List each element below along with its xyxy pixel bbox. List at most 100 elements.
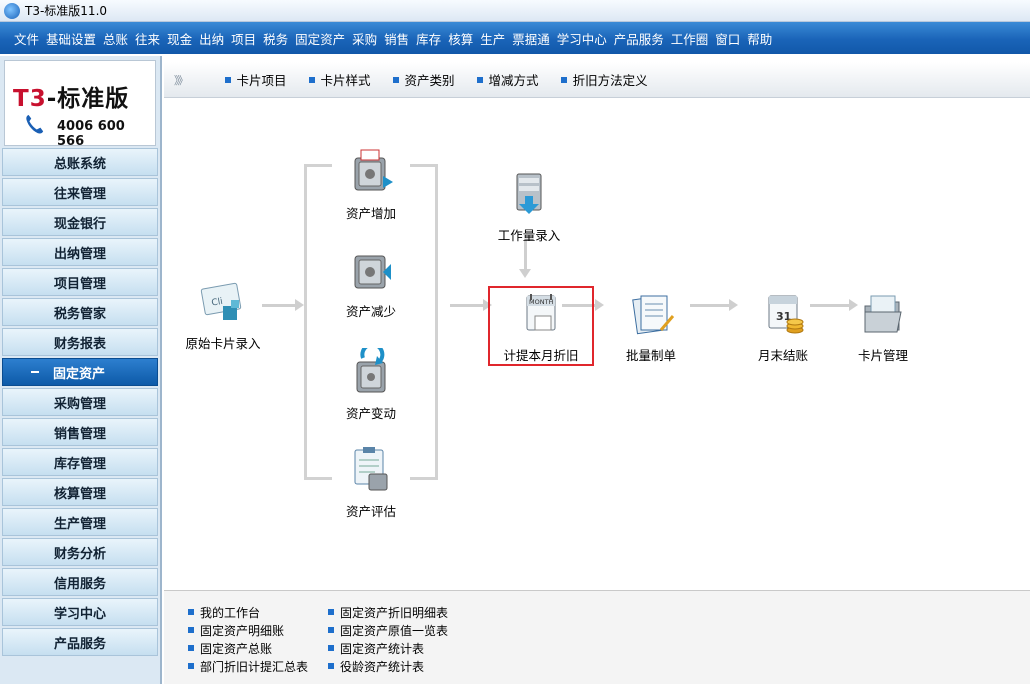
sidebar-item-sales[interactable]: 销售管理 [2, 418, 158, 446]
flow-arrow [810, 299, 858, 311]
report-link-original-value-list[interactable]: 固定资产原值一览表 [328, 621, 448, 639]
sidebar-item-costing[interactable]: 核算管理 [2, 478, 158, 506]
sidebar-nav: 总账系统 往来管理 现金银行 出纳管理 项目管理 税务管家 财务报表 固定资产 … [0, 148, 160, 656]
menu-purchase[interactable]: 采购 [352, 31, 378, 47]
card-folder-icon [864, 295, 902, 333]
reports-panel: 我的工作台 固定资产明细账 固定资产总账 部门折旧计提汇总表 固定资产折旧明细表… [164, 590, 1030, 684]
sidebar: T3-标准版 4006 600 566 总账系统 往来管理 现金银行 出纳管理 … [0, 56, 162, 684]
sidebar-item-production[interactable]: 生产管理 [2, 508, 158, 536]
report-link-depreciation-detail[interactable]: 固定资产折旧明细表 [328, 603, 448, 621]
svg-text:MONTH: MONTH [529, 298, 554, 306]
menu-window[interactable]: 窗口 [715, 31, 741, 47]
menu-tax[interactable]: 税务 [263, 31, 289, 47]
sidebar-item-receivables[interactable]: 往来管理 [2, 178, 158, 206]
sidebar-item-cash-bank[interactable]: 现金银行 [2, 208, 158, 236]
bullet-icon [560, 76, 567, 83]
sidebar-item-financial-analysis[interactable]: 财务分析 [2, 538, 158, 566]
menu-bills[interactable]: 票据通 [512, 31, 550, 47]
sidebar-item-general-ledger[interactable]: 总账系统 [2, 148, 158, 176]
sidebar-item-inventory[interactable]: 库存管理 [2, 448, 158, 476]
calendar-coins-icon: 31 [768, 295, 804, 334]
node-monthly-depreciation[interactable]: MONTH 计提本月折旧 [496, 290, 586, 364]
window-title: T3-标准版11.0 [25, 4, 108, 18]
menu-cash[interactable]: 现金 [167, 31, 193, 47]
menu-receivables[interactable]: 往来 [135, 31, 161, 47]
menu-learning[interactable]: 学习中心 [556, 31, 607, 47]
selected-step-highlight [488, 286, 594, 366]
active-marker-icon [31, 371, 39, 373]
sidebar-item-tax[interactable]: 税务管家 [2, 298, 158, 326]
bullet-icon [328, 645, 334, 651]
menu-workcircle[interactable]: 工作圈 [670, 31, 709, 47]
node-original-card-entry[interactable]: Cli 原始卡片录入 [178, 278, 268, 352]
bullet-icon [392, 76, 399, 83]
sidebar-item-reports[interactable]: 财务报表 [2, 328, 158, 356]
report-link-asset-statistics[interactable]: 固定资产统计表 [328, 639, 448, 657]
brand-name: T3-标准版 [13, 86, 130, 112]
node-asset-reduce[interactable]: 资产减少 [326, 246, 416, 320]
menu-production[interactable]: 生产 [480, 31, 506, 47]
node-workload-entry[interactable]: 工作量录入 [484, 170, 574, 244]
flow-arrow [562, 299, 604, 311]
menu-general-ledger[interactable]: 总账 [103, 31, 129, 47]
batch-documents-icon [632, 295, 675, 335]
sidebar-item-learning[interactable]: 学习中心 [2, 598, 158, 626]
bullet-icon [476, 76, 483, 83]
server-download-icon [516, 173, 542, 214]
link-card-styles[interactable]: 卡片样式 [308, 70, 371, 89]
menu-product-service[interactable]: 产品服务 [613, 31, 664, 47]
node-card-management[interactable]: 卡片管理 [838, 290, 928, 364]
sidebar-item-product-service[interactable]: 产品服务 [2, 628, 158, 656]
bullet-icon [188, 663, 194, 669]
reports-column-2: 固定资产折旧明细表 固定资产原值一览表 固定资产统计表 役龄资产统计表 [328, 603, 448, 675]
bullet-icon [188, 645, 194, 651]
report-link-asset-ledger-detail[interactable]: 固定资产明细账 [188, 621, 308, 639]
sidebar-item-cashier[interactable]: 出纳管理 [2, 238, 158, 266]
brand-panel: T3-标准版 4006 600 566 [4, 60, 156, 149]
menu-fixed-assets[interactable]: 固定资产 [295, 31, 346, 47]
menu-basic-settings[interactable]: 基础设置 [46, 31, 97, 47]
bullet-icon [188, 609, 194, 615]
link-depreciation-methods[interactable]: 折旧方法定义 [560, 70, 648, 89]
bullet-icon [188, 627, 194, 633]
bullet-icon [328, 663, 334, 669]
phone-icon [26, 114, 44, 134]
sidebar-item-purchase[interactable]: 采购管理 [2, 388, 158, 416]
sidebar-item-credit[interactable]: 信用服务 [2, 568, 158, 596]
safe-change-icon [356, 342, 386, 393]
safe-add-icon [354, 149, 393, 191]
report-link-asset-general-ledger[interactable]: 固定资产总账 [188, 639, 308, 657]
menu-cashier[interactable]: 出纳 [199, 31, 225, 47]
link-asset-categories[interactable]: 资产类别 [392, 70, 455, 89]
menu-costing[interactable]: 核算 [448, 31, 474, 47]
app-logo-icon [4, 2, 20, 19]
node-asset-add[interactable]: 资产增加 [326, 148, 416, 222]
node-month-end-closing[interactable]: 31 月末结账 [738, 290, 828, 364]
asset-group-bracket-right [410, 164, 438, 480]
menu-help[interactable]: 帮助 [747, 31, 773, 47]
report-link-dept-depreciation-summary[interactable]: 部门折旧计提汇总表 [188, 657, 308, 675]
quick-links-bar: 》》 卡片项目 卡片样式 资产类别 增减方式 折旧方法定义 [164, 62, 1030, 98]
collapse-chevron-icon[interactable]: 》》 [174, 73, 188, 87]
reports-column-1: 我的工作台 固定资产明细账 固定资产总账 部门折旧计提汇总表 [188, 603, 308, 675]
node-batch-voucher[interactable]: 批量制单 [606, 290, 696, 364]
menu-project[interactable]: 项目 [231, 31, 257, 47]
report-link-aged-asset-statistics[interactable]: 役龄资产统计表 [328, 657, 448, 675]
link-card-items[interactable]: 卡片项目 [224, 70, 287, 89]
month-calendar-icon: MONTH [526, 294, 556, 331]
link-change-methods[interactable]: 增减方式 [476, 70, 539, 89]
menu-file[interactable]: 文件 [14, 31, 40, 47]
menu-inventory[interactable]: 库存 [416, 31, 442, 47]
node-asset-evaluation[interactable]: 资产评估 [326, 446, 416, 520]
report-link-my-workbench[interactable]: 我的工作台 [188, 603, 308, 621]
sidebar-item-project[interactable]: 项目管理 [2, 268, 158, 296]
bullet-icon [308, 76, 315, 83]
bullet-icon [328, 609, 334, 615]
sidebar-item-fixed-assets[interactable]: 固定资产 [2, 358, 158, 386]
node-asset-change[interactable]: 资产变动 [326, 342, 416, 422]
svg-text:Cli: Cli [211, 297, 224, 309]
card-entry-icon: Cli [200, 282, 242, 320]
flow-arrow [690, 299, 738, 311]
bullet-icon [328, 627, 334, 633]
menu-sales[interactable]: 销售 [384, 31, 410, 47]
